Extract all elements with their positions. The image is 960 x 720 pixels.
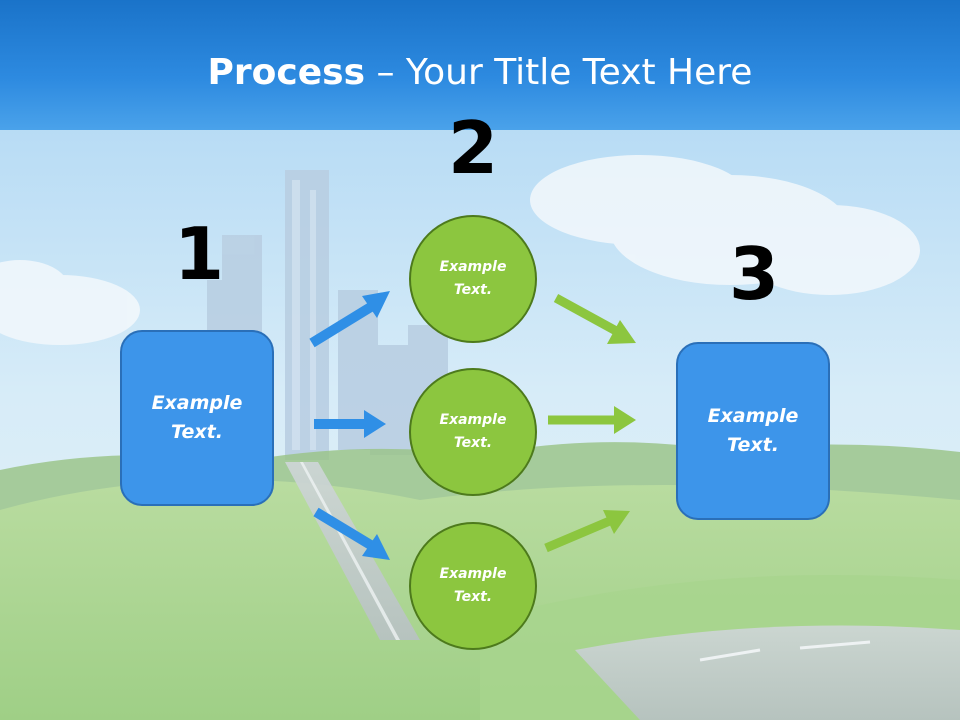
title-bold-part: Process [207,52,366,93]
blue-arrow-down [313,507,390,560]
step-number-1: 1 [173,212,225,296]
step-2-circle-bottom: Example Text. [409,522,537,650]
slide-title: Process – Your Title Text Here [0,52,960,93]
circle-label: Example Text. [439,259,507,298]
step-3-label: Example Text. [707,405,799,456]
step-1-box: Example Text. [120,330,274,506]
green-arrow-up [544,510,630,553]
circle-label: Example Text. [439,412,507,451]
step-number-2: 2 [447,106,499,190]
title-rest-part: – Your Title Text Here [365,52,753,93]
step-3-box: Example Text. [676,342,830,520]
step-2-circle-middle: Example Text. [409,368,537,496]
blue-arrow-middle [314,410,386,438]
blue-arrow-up [309,291,390,348]
title-band [0,0,960,130]
step-2-circle-top: Example Text. [409,215,537,343]
green-arrow-middle [548,406,636,434]
green-arrow-down [553,294,636,344]
step-1-label: Example Text. [151,392,243,443]
circle-label: Example Text. [439,566,507,605]
step-number-3: 3 [728,232,780,316]
